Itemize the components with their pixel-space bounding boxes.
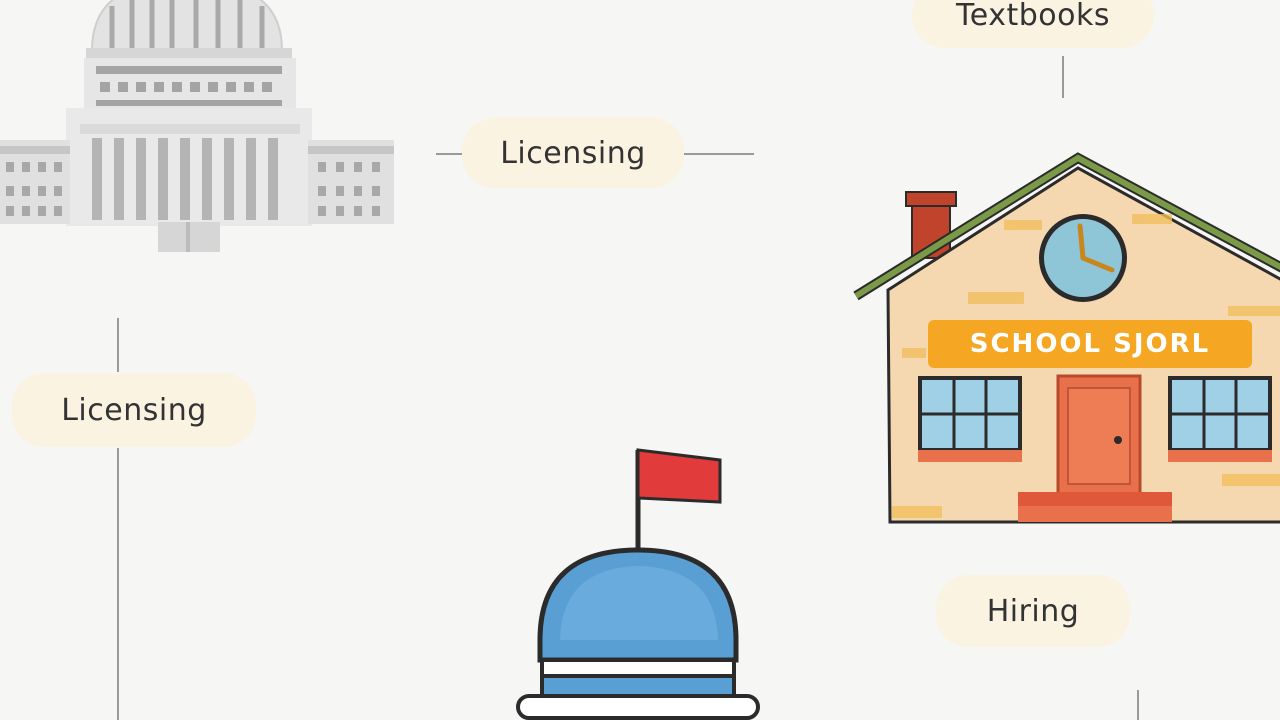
textbooks-label: Textbooks xyxy=(956,0,1110,33)
licensing-node-top: Licensing xyxy=(462,118,684,188)
licensing-left-label: Licensing xyxy=(61,392,207,428)
hiring-node: Hiring xyxy=(936,575,1130,647)
school-sign-text: SCHOOL SJORL xyxy=(969,329,1211,359)
licensing-top-label: Licensing xyxy=(500,135,646,171)
licensing-node-left: Licensing xyxy=(12,373,256,447)
textbooks-node: Textbooks xyxy=(912,0,1154,48)
hiring-label: Hiring xyxy=(986,593,1080,629)
